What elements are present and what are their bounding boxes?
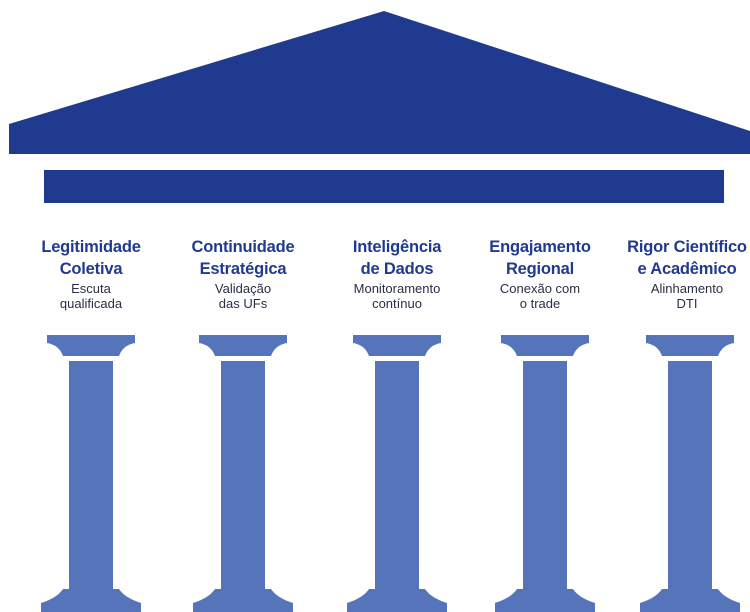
column-4 xyxy=(495,335,595,612)
pillar-subtitle-line: Validação xyxy=(214,281,272,296)
pillar-subtitle: Monitoramento contínuo xyxy=(322,281,472,311)
pillar-label-5: Rigor Científico e Acadêmico Alinhamento… xyxy=(612,236,750,311)
column-shaft xyxy=(375,361,419,599)
column-capital xyxy=(353,335,441,356)
pillar-label-3: Inteligência de Dados Monitoramento cont… xyxy=(322,236,472,311)
pillar-subtitle: Escuta qualificada xyxy=(16,281,166,311)
pillar-subtitle: Validação das UFs xyxy=(168,281,318,311)
pillar-subtitle: Conexão com o trade xyxy=(465,281,615,311)
column-shaft xyxy=(668,361,712,599)
pillar-title: Continuidade Estratégica xyxy=(168,236,318,280)
pillar-title-line: Estratégica xyxy=(199,260,287,278)
column-base xyxy=(193,589,293,612)
column-capital xyxy=(501,335,589,356)
column-5 xyxy=(640,335,740,612)
pillar-title-line: Engajamento xyxy=(489,238,591,256)
pillar-subtitle-line: Escuta xyxy=(71,281,111,296)
pillar-title-line: e Acadêmico xyxy=(637,260,737,278)
pillar-subtitle-line: DTI xyxy=(676,296,698,311)
pillar-subtitle-line: contínuo xyxy=(372,296,422,311)
column-capital xyxy=(646,335,734,356)
pillar-title-line: Legitimidade xyxy=(41,238,141,256)
column-shaft xyxy=(523,361,567,599)
pillar-subtitle-line: o trade xyxy=(519,296,561,311)
pillar-title-line: Coletiva xyxy=(59,260,123,278)
pillar-label-1: Legitimidade Coletiva Escuta qualificada xyxy=(16,236,166,311)
column-shaft xyxy=(221,361,265,599)
pillar-title-line: Rigor Científico xyxy=(627,238,747,256)
pillar-title-line: de Dados xyxy=(360,260,434,278)
temple-entablature xyxy=(44,170,724,203)
pillar-title-line: Continuidade xyxy=(191,238,295,256)
column-1 xyxy=(41,335,141,612)
pillar-title-line: Inteligência xyxy=(352,238,442,256)
column-base xyxy=(347,589,447,612)
pillar-label-2: Continuidade Estratégica Validação das U… xyxy=(168,236,318,311)
pillar-subtitle-line: Monitoramento xyxy=(353,281,441,296)
column-base xyxy=(495,589,595,612)
pillar-title-line: Regional xyxy=(505,260,575,278)
pillar-title: Legitimidade Coletiva xyxy=(16,236,166,280)
pillar-subtitle: Alinhamento DTI xyxy=(612,281,750,311)
pillar-subtitle-line: qualificada xyxy=(59,296,123,311)
column-3 xyxy=(347,335,447,612)
column-shaft xyxy=(69,361,113,599)
pillar-title: Inteligência de Dados xyxy=(322,236,472,280)
pillar-title: Engajamento Regional xyxy=(465,236,615,280)
pillar-title: Rigor Científico e Acadêmico xyxy=(612,236,750,280)
pillar-subtitle-line: Alinhamento xyxy=(650,281,724,296)
column-base xyxy=(41,589,141,612)
temple-roof xyxy=(9,11,750,154)
column-capital xyxy=(47,335,135,356)
pillar-subtitle-line: Conexão com xyxy=(499,281,581,296)
pillar-label-4: Engajamento Regional Conexão com o trade xyxy=(465,236,615,311)
pillar-subtitle-line: das UFs xyxy=(218,296,268,311)
column-capital xyxy=(199,335,287,356)
column-base xyxy=(640,589,740,612)
column-2 xyxy=(193,335,293,612)
